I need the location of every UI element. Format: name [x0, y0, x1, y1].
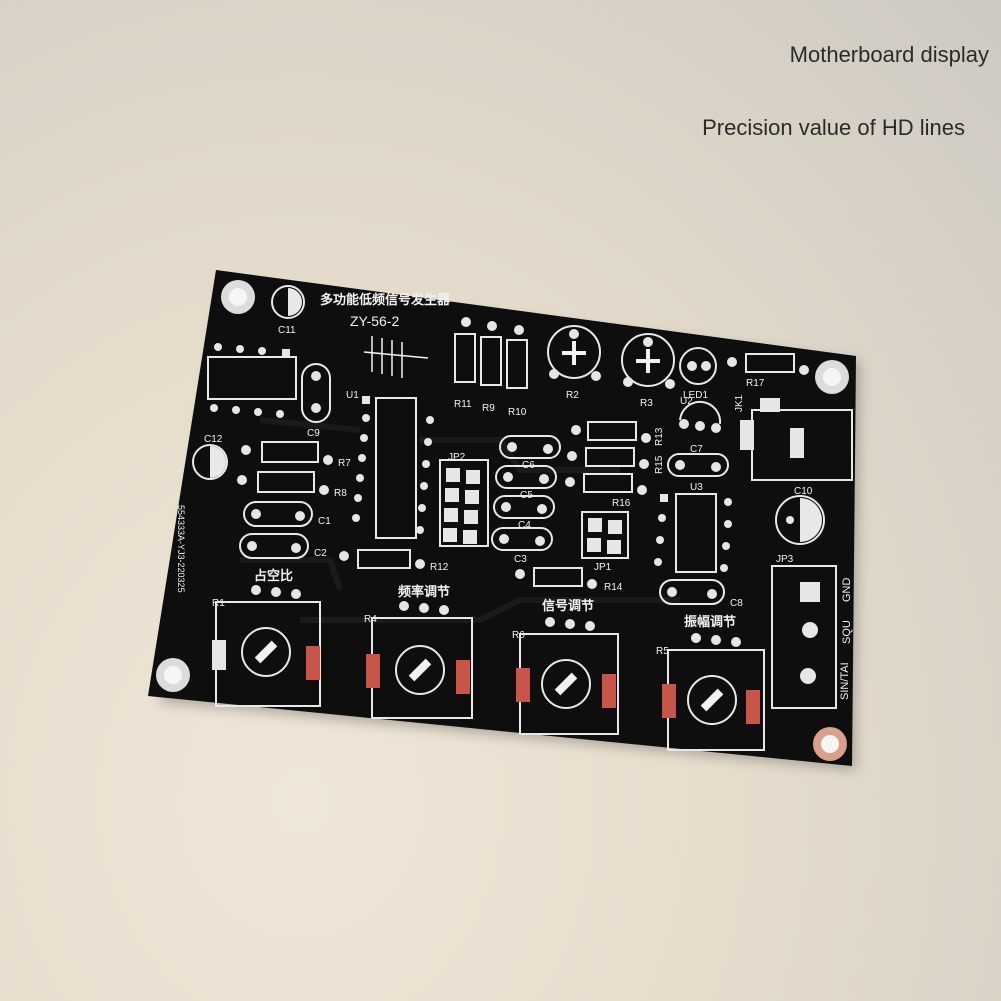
capacitor-c11: C11 — [271, 285, 305, 336]
capacitor-c4: C4 — [493, 495, 555, 531]
svg-text:C4: C4 — [518, 520, 531, 531]
svg-text:C8: C8 — [730, 598, 743, 609]
caption-precision-value: Precision value of HD lines — [702, 115, 965, 140]
led-led1: LED1 — [679, 347, 717, 401]
terminal-jp3: JP3 GND SQU SIN/TAI — [771, 554, 853, 709]
trimmer-r2: R2 — [547, 325, 601, 401]
svg-text:R15: R15 — [654, 455, 665, 474]
svg-text:R5: R5 — [656, 646, 669, 657]
svg-text:占空比: 占空比 — [254, 568, 293, 584]
resistor-r9: R9 — [480, 321, 502, 414]
svg-text:U3: U3 — [690, 482, 703, 493]
svg-text:C12: C12 — [204, 434, 223, 445]
capacitor-c10: C10 — [775, 486, 825, 545]
board-title-cn: 多功能低频信号发生器 — [320, 292, 451, 308]
waveform-logo — [363, 336, 429, 378]
svg-text:R16: R16 — [612, 498, 631, 509]
svg-text:R12: R12 — [430, 562, 449, 573]
pot-r6-signal: 信号调节 R6 — [512, 598, 619, 735]
svg-text:U2: U2 — [680, 396, 693, 407]
caption-motherboard-display: Motherboard display — [789, 42, 989, 67]
chip-top-left — [207, 343, 297, 418]
power-jack-jk1: JK1 — [734, 394, 853, 481]
capacitor-c7: C7 — [667, 444, 729, 477]
board-serial: 554333A-YJ3-220325 — [176, 505, 186, 593]
capacitor-c9: C9 — [301, 363, 331, 439]
resistor-r13: R13 — [571, 421, 665, 446]
capacitor-c12: C12 — [192, 434, 228, 480]
jumper-jp1: JP1 — [581, 511, 629, 573]
svg-text:R7: R7 — [338, 458, 351, 469]
svg-text:C2: C2 — [314, 548, 327, 559]
trimmer-r3: R3 — [621, 333, 675, 409]
svg-text:C10: C10 — [794, 486, 813, 497]
board-model: ZY-56-2 — [350, 313, 400, 329]
svg-text:R11: R11 — [454, 399, 472, 410]
svg-text:振幅调节: 振幅调节 — [684, 614, 736, 630]
svg-text:C11: C11 — [278, 325, 296, 336]
resistor-r17: R17 — [727, 353, 809, 389]
mounting-holes — [156, 280, 849, 761]
regulator-u2: U2 — [679, 396, 722, 433]
resistor-r10: R10 — [506, 325, 528, 418]
resistor-r16: R16 — [565, 473, 647, 509]
svg-text:JK1: JK1 — [734, 394, 745, 412]
svg-text:C1: C1 — [318, 516, 331, 527]
pot-r5-amplitude: 振幅调节 R5 — [656, 614, 765, 751]
svg-text:频率调节: 频率调节 — [398, 584, 450, 600]
jumper-jp2: JP2 — [439, 452, 489, 547]
svg-text:R2: R2 — [566, 390, 579, 401]
resistor-r8: R8 — [237, 471, 347, 499]
jp3-gnd-label: GND — [841, 578, 853, 603]
pot-r4-frequency: 频率调节 R4 — [364, 584, 473, 719]
pot-r1-duty: 占空比 R1 — [212, 568, 321, 707]
svg-text:R3: R3 — [640, 398, 653, 409]
resistor-r11: R11 — [454, 317, 476, 410]
svg-text:R4: R4 — [364, 614, 377, 625]
capacitor-c2: C2 — [239, 533, 327, 559]
resistor-r7: R7 — [241, 441, 351, 469]
svg-text:JP1: JP1 — [594, 562, 612, 573]
svg-text:LED1: LED1 — [683, 390, 708, 401]
svg-text:R6: R6 — [512, 630, 525, 641]
svg-text:R8: R8 — [334, 488, 347, 499]
capacitor-c8: C8 — [659, 579, 743, 609]
svg-text:JP2: JP2 — [448, 452, 466, 463]
resistor-r15: R15 — [567, 447, 665, 474]
svg-text:R14: R14 — [604, 582, 623, 593]
resistor-r14: R14 — [515, 567, 623, 593]
resistor-r12: R12 — [339, 549, 449, 573]
svg-text:C3: C3 — [514, 554, 527, 565]
svg-text:信号调节: 信号调节 — [542, 598, 594, 614]
svg-text:R13: R13 — [654, 427, 665, 446]
capacitor-c1: C1 — [243, 501, 331, 527]
svg-text:R10: R10 — [508, 407, 527, 418]
svg-text:U1: U1 — [346, 390, 359, 401]
jp3-squ-label: SQU — [841, 620, 853, 644]
svg-text:C7: C7 — [690, 444, 703, 455]
svg-text:C9: C9 — [307, 428, 320, 439]
svg-text:R17: R17 — [746, 378, 765, 389]
svg-text:JP3: JP3 — [776, 554, 794, 565]
ic-u3: U3 — [654, 482, 732, 573]
svg-text:R9: R9 — [482, 403, 495, 414]
capacitor-c3: C3 — [491, 527, 553, 565]
svg-text:R1: R1 — [212, 598, 225, 609]
ic-u1: U1 — [346, 390, 434, 539]
jp3-sin-label: SIN/TAI — [839, 662, 851, 700]
